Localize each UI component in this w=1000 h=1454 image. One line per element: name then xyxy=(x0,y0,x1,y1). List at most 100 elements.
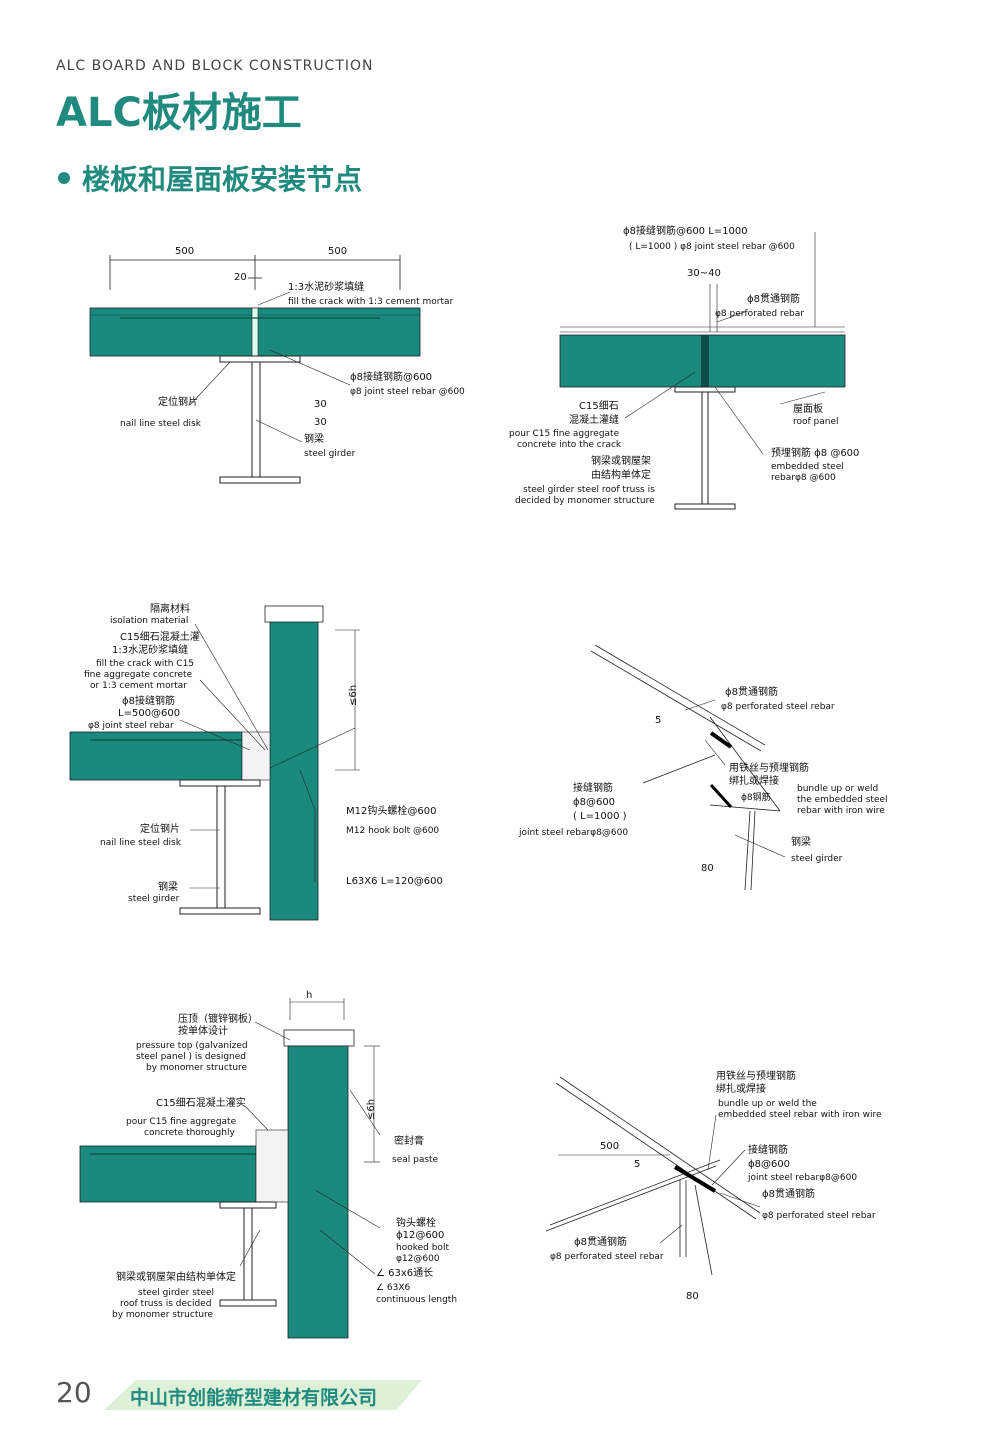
fill-label-cn: 1:3水泥砂浆填缝 xyxy=(288,280,364,293)
detail-roof-slope-drawing: ϕ8贯通钢筋 φ8 perforated steel rebar 5 用铁丝与预… xyxy=(518,644,888,891)
perf-label-en: φ8 perforated rebar xyxy=(715,309,804,319)
truss-label-cn: 钢梁或钢屋架由结构单体定 xyxy=(116,1270,236,1283)
detail-roof-ridge-drawing: 用铁丝与预埋钢筋 绑扎或焊接 bundle up or weld the emb… xyxy=(545,1069,882,1302)
disk-label-en: nail line steel disk xyxy=(100,838,182,848)
top-label-en-2: steel panel ) is designed xyxy=(136,1052,246,1062)
dim-80: 80 xyxy=(701,863,714,874)
angle-label-en-2: continuous length xyxy=(376,1295,457,1305)
joint-label-cn-2: ϕ8@600 xyxy=(748,1159,790,1170)
weld-label-en-3: rebar with iron wire xyxy=(797,806,885,816)
truss-label-en-1: steel girder steel roof truss is xyxy=(523,485,655,495)
perf2-label-cn: ϕ8贯通钢筋 xyxy=(574,1235,627,1248)
seal-label-cn: 密封膏 xyxy=(394,1134,424,1147)
girder-label-en: steel girder xyxy=(128,894,180,904)
section-heading: 楼板和屋面板安装节点 xyxy=(58,158,362,198)
emb-label-cn: 预埋钢筋 ϕ8 @600 xyxy=(771,446,859,459)
joint-label-cn-3: ( L=1000 ) xyxy=(573,811,627,822)
bolt-label-en-1: hooked bolt xyxy=(396,1243,449,1253)
perf2-label-en: φ8 perforated steel rebar xyxy=(550,1252,664,1262)
joint-label-en: joint steel rebarφ8@600 xyxy=(518,828,628,838)
dim-80: 80 xyxy=(686,1291,699,1302)
emb-label-en-2: rebarφ8 @600 xyxy=(771,473,836,483)
disk-label-cn: 定位钢片 xyxy=(158,395,198,408)
weld-label-en-1: bundle up or weld xyxy=(797,784,878,794)
perf-label-cn: ϕ8贯通钢筋 xyxy=(725,685,778,698)
dim-5: 5 xyxy=(655,715,661,726)
top-label-cn-2: 按单体设计 xyxy=(178,1024,228,1037)
roof-label-en: roof panel xyxy=(793,417,839,427)
subtitle-english: ALC BOARD AND BLOCK CONSTRUCTION xyxy=(56,58,374,74)
detail-roof-joint-drawing: ϕ8接缝钢筋@600 L=1000 ( L=1000 ) φ8 joint st… xyxy=(509,224,859,510)
dim-500: 500 xyxy=(600,1141,619,1152)
rebar-label-en: ( L=1000 ) φ8 joint steel rebar @600 xyxy=(629,242,795,252)
dim-h: h xyxy=(306,990,312,1001)
perf-label-en: φ8 perforated steel rebar xyxy=(721,702,835,712)
iso-label-cn: 隔离材料 xyxy=(150,602,190,615)
bolt-label-cn-2: ϕ12@600 xyxy=(396,1230,444,1241)
disk-label-en: nail line steel disk xyxy=(120,419,202,429)
emb-label-en-1: embedded steel xyxy=(771,462,844,472)
weld-label-cn-1: 用铁丝与预埋钢筋 xyxy=(716,1069,796,1082)
joint-label-cn-2: ϕ8@600 xyxy=(573,797,615,808)
perf-label-cn: ϕ8贯通钢筋 xyxy=(762,1187,815,1200)
gap-dim: 30~40 xyxy=(687,268,721,279)
weld-label-cn-2: 绑扎或焊接 xyxy=(729,774,779,787)
weld-label-en-2: the embedded steel xyxy=(797,795,888,805)
truss-label-en-2: roof truss is decided xyxy=(120,1299,211,1309)
c15-label-cn-2: 1:3水泥砂浆填缝 xyxy=(112,643,188,656)
rebar-label-en: φ8 joint steel rebar @600 xyxy=(350,387,465,397)
bolt-label-en: M12 hook bolt @600 xyxy=(346,826,439,836)
weld-label-cn-2: 绑扎或焊接 xyxy=(716,1082,766,1095)
c15-label-en-1: fill the crack with C15 xyxy=(96,659,194,669)
c15-label-en-2: concrete thoroughly xyxy=(144,1128,235,1138)
seal-label-en: seal paste xyxy=(392,1155,439,1165)
rebar-label-cn: ϕ8接缝钢筋@600 L=1000 xyxy=(623,224,748,237)
top-label-cn-1: 压顶（镀锌钢板） xyxy=(178,1012,258,1025)
girder-label-en: steel girder xyxy=(304,449,356,459)
bolt-label-cn: M12钩头螺栓@600 xyxy=(346,804,436,817)
girder-label-cn: 钢梁 xyxy=(304,432,324,445)
truss-label-en-1: steel girder steel xyxy=(138,1288,214,1298)
phi8-label: ϕ8钢筋 xyxy=(741,791,771,803)
angle-label-cn: ∠ 63x6通长 xyxy=(376,1267,433,1279)
truss-label-en-2: decided by monomer structure xyxy=(515,496,655,506)
bolt-label-en-2: φ12@600 xyxy=(396,1254,440,1264)
bullet-icon xyxy=(58,172,70,184)
c15-label-en-1: pour C15 fine aggregate xyxy=(126,1117,237,1127)
c15-label-cn-2: 混凝土灌缝 xyxy=(569,413,619,426)
c15-label-en-2: fine aggregate concrete xyxy=(84,670,193,680)
truss-label-en-3: by monomer structure xyxy=(112,1310,214,1320)
truss-label-cn-2: 由结构单体定 xyxy=(591,468,651,481)
girder-label-en: steel girder xyxy=(791,854,843,864)
c15-label-en-3: or 1:3 cement mortar xyxy=(90,681,187,691)
rebar-label-en: φ8 joint steel rebar xyxy=(88,721,174,731)
weld-label-en-1: bundle up or weld the xyxy=(718,1099,817,1109)
company-name: 中山市创能新型建材有限公司 xyxy=(130,1387,378,1409)
fill-label-en: fill the crack with 1:3 cement mortar xyxy=(288,297,454,307)
weld-label-en-2: embedded steel rebar with iron wire xyxy=(718,1110,882,1120)
top-label-en-3: by monomer structure xyxy=(146,1063,248,1073)
c15-label-cn-1: C15细石混凝土灌 xyxy=(120,630,200,643)
rebar-label-cn-2: L=500@600 xyxy=(118,708,180,719)
perf-label-en: φ8 perforated steel rebar xyxy=(762,1211,876,1221)
angle-label: L63X6 L=120@600 xyxy=(346,876,443,887)
dim-6h: ≤6h xyxy=(348,685,359,706)
section-title: 楼板和屋面板安装节点 xyxy=(82,163,363,196)
dim-30a: 30 xyxy=(314,399,327,410)
detail-floor-wall-drawing: 隔离材料 isolation material C15细石混凝土灌 1:3水泥砂… xyxy=(69,602,443,921)
page-number: 20 xyxy=(56,1376,92,1409)
bolt-label-cn-1: 钩头螺栓 xyxy=(396,1216,436,1229)
c15-label-cn: C15细石混凝土灌实 xyxy=(156,1096,246,1109)
detail-parapet-drawing: h 压顶（镀锌钢板） 按单体设计 pressure top (galvanize… xyxy=(79,990,457,1339)
angle-label-en-1: ∠ 63X6 xyxy=(376,1283,411,1293)
rebar-label-cn: ϕ8接缝钢筋@600 xyxy=(350,370,432,383)
c15-label-en-2: concrete into the crack xyxy=(517,440,622,450)
girder-label-cn: 钢梁 xyxy=(158,880,178,893)
rebar-label-cn-1: ϕ8接缝钢筋 xyxy=(122,694,175,707)
dim-6h: ≤6h xyxy=(366,1099,377,1120)
dim-500-right: 500 xyxy=(328,246,347,257)
top-label-en-1: pressure top (galvanized xyxy=(136,1041,248,1051)
perf-label-cn: ϕ8贯通钢筋 xyxy=(747,292,800,305)
page-title: ALC板材施工 xyxy=(56,90,302,136)
truss-label-cn-1: 钢梁或钢屋架 xyxy=(591,454,651,467)
